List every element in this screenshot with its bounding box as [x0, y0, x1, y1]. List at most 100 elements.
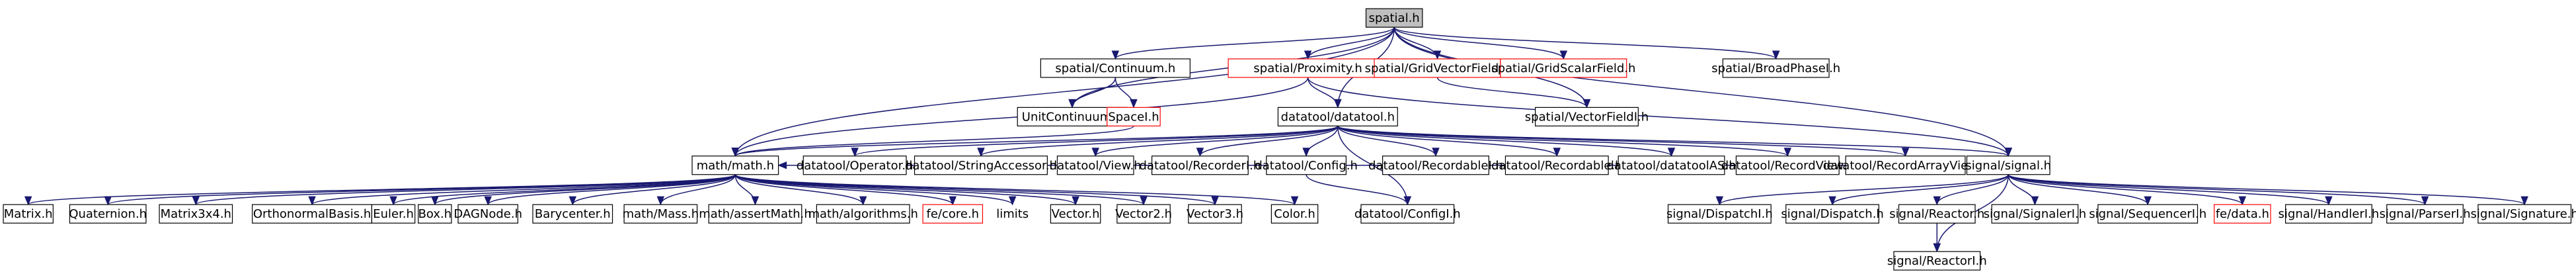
node-label: fe/core.h: [926, 207, 979, 221]
node-box: [1365, 8, 1423, 28]
edge-line: [1199, 126, 1339, 157]
arrow-head-icon: [1130, 99, 1138, 109]
node-label: fe/data.h: [2216, 207, 2269, 221]
node-box: [1722, 58, 1830, 78]
edge-line: [1307, 77, 1339, 108]
node-label: math/assertMath.h: [699, 207, 812, 221]
node-label: signal/DispatchI.h: [1666, 207, 1773, 221]
node-vector2[interactable]: Vector2.h: [1115, 204, 1172, 224]
node-recordablei[interactable]: datatool/RecordableI.h: [1368, 156, 1503, 175]
node-box: [1735, 156, 1840, 175]
node-spatial[interactable]: spatial.h: [1365, 8, 1423, 28]
arrow-head-icon: [777, 161, 787, 169]
node-spacei[interactable]: SpaceI.h: [1107, 107, 1161, 126]
node-operator[interactable]: datatool/Operator.h: [797, 156, 914, 175]
node-proximity[interactable]: spatial/Proximity.h: [1228, 58, 1388, 78]
node-math[interactable]: math/math.h: [691, 156, 779, 175]
node-datatoolas[interactable]: datatool/datatoolAS.h: [1606, 156, 1737, 175]
arrow-head-icon: [1091, 148, 1099, 158]
node-vector[interactable]: Vector.h: [1050, 204, 1101, 224]
node-continuum[interactable]: spatial/Continuum.h: [1040, 58, 1190, 78]
node-orthonormal[interactable]: OrthonormalBasis.h: [252, 204, 373, 224]
node-reactor[interactable]: signal/Reactor.h: [1889, 204, 1984, 224]
node-fecore[interactable]: fe/core.h: [922, 204, 984, 224]
node-box: [1667, 204, 1772, 224]
node-parseri[interactable]: signal/ParserI.h: [2379, 204, 2471, 224]
node-dispatch[interactable]: signal/Dispatch.h: [1781, 204, 1884, 224]
edge-datatool-to-recorderi: [1196, 126, 1339, 158]
node-handleri[interactable]: signal/HandlerI.h: [2279, 204, 2380, 224]
node-label: Matrix3x4.h: [161, 207, 231, 221]
edge-line: [1095, 125, 1339, 157]
node-algorithms[interactable]: math/algorithms.h: [808, 204, 918, 224]
node-signal[interactable]: signal/signal.h: [1965, 156, 2051, 175]
node-label: spatial/GridScalarField.h: [1491, 62, 1635, 75]
arrow-head-icon: [484, 196, 492, 206]
arrow-head-icon: [1715, 196, 1724, 206]
node-datatool[interactable]: datatool/datatool.h: [1277, 107, 1398, 126]
node-dispatchi[interactable]: signal/DispatchI.h: [1666, 204, 1773, 224]
arrow-head-icon: [851, 148, 859, 158]
node-box: [1898, 204, 1976, 224]
node-recordable[interactable]: datatool/Recordable.h: [1491, 156, 1623, 175]
node-box[interactable]: Box.h: [418, 204, 452, 224]
node-box: [1050, 204, 1101, 224]
node-limits[interactable]: limits: [993, 204, 1033, 223]
node-gridvector[interactable]: spatial/GridVectorField.h: [1365, 58, 1510, 78]
node-assertmath[interactable]: math/assertMath.h: [699, 204, 812, 224]
node-reactori[interactable]: signal/ReactorI.h: [1887, 251, 1987, 271]
edge-line: [1393, 26, 1777, 60]
edge-line: [1337, 126, 1436, 157]
node-sequenceri[interactable]: signal/SequencerI.h: [2089, 204, 2206, 224]
node-label: signal/Reactor.h: [1889, 207, 1984, 221]
node-quaternion[interactable]: Quaternion.h: [69, 204, 147, 224]
node-label: datatool/View.h: [1050, 159, 1142, 173]
node-matrix3x4[interactable]: Matrix3x4.h: [159, 204, 233, 224]
node-signature[interactable]: signal/Signature.h: [2471, 204, 2576, 224]
node-fedata[interactable]: fe/data.h: [2214, 204, 2271, 224]
node-recordarrayview[interactable]: datatool/RecordArrayView.h: [1823, 156, 1988, 175]
node-config[interactable]: datatool/Config.h: [1255, 156, 1358, 175]
node-view[interactable]: datatool/View.h: [1050, 156, 1142, 175]
node-box: [1504, 156, 1609, 175]
node-recorderi[interactable]: datatool/RecorderI.h: [1140, 156, 1261, 175]
node-label: datatool/ConfigI.h: [1354, 207, 1461, 221]
node-box: [1500, 58, 1627, 78]
edge-datatool-to-recordablei: [1337, 126, 1440, 158]
node-color[interactable]: Color.h: [1270, 204, 1319, 224]
arrow-head-icon: [1667, 148, 1676, 158]
edge-datatool-to-datatoolas: [1337, 125, 1676, 158]
node-box: [2284, 204, 2372, 224]
node-label: datatool/RecordableI.h: [1368, 159, 1503, 173]
node-stringaccessor[interactable]: datatool/StringAccessor.h: [905, 156, 1057, 175]
node-vector3[interactable]: Vector3.h: [1187, 204, 1243, 224]
node-label: datatool/Recordable.h: [1491, 159, 1623, 173]
edge-math-to-fecore: [734, 174, 957, 206]
node-matrix[interactable]: Matrix.h: [3, 204, 54, 224]
edge-line: [1337, 125, 1906, 157]
node-gridscalar[interactable]: spatial/GridScalarField.h: [1491, 58, 1635, 78]
edge-line: [734, 125, 1339, 157]
node-broadphase[interactable]: spatial/BroadPhaseI.h: [1711, 58, 1840, 78]
node-signaleri[interactable]: signal/SignalerI.h: [1984, 204, 2087, 224]
node-label: datatool/Operator.h: [797, 159, 914, 173]
node-box: [1277, 107, 1398, 126]
arrow-head-icon: [1304, 50, 1312, 60]
edge-signal-to-handleri: [2008, 174, 2333, 206]
node-box: [1056, 156, 1134, 175]
node-vectorfield[interactable]: spatial/VectorFieldI.h: [1525, 107, 1649, 126]
node-label: signal/ReactorI.h: [1887, 254, 1987, 268]
node-dagnode[interactable]: DAGNode.h: [453, 204, 522, 224]
arrow-head-icon: [1772, 50, 1780, 60]
edge-line: [487, 174, 736, 205]
node-barycenter[interactable]: Barycenter.h: [532, 204, 613, 224]
node-mass[interactable]: math/Mass.h: [623, 204, 699, 224]
node-euler[interactable]: Euler.h: [371, 204, 416, 224]
edge-math-to-vector: [734, 174, 1079, 206]
node-configi[interactable]: datatool/ConfigI.h: [1354, 204, 1461, 224]
node-recordview[interactable]: datatool/RecordView.h: [1721, 156, 1854, 175]
arrow-head-icon: [1008, 196, 1017, 206]
edge-gridvector-to-vectorfield: [1436, 77, 1591, 109]
node-box: [1188, 204, 1242, 224]
edge-line: [734, 174, 1076, 205]
